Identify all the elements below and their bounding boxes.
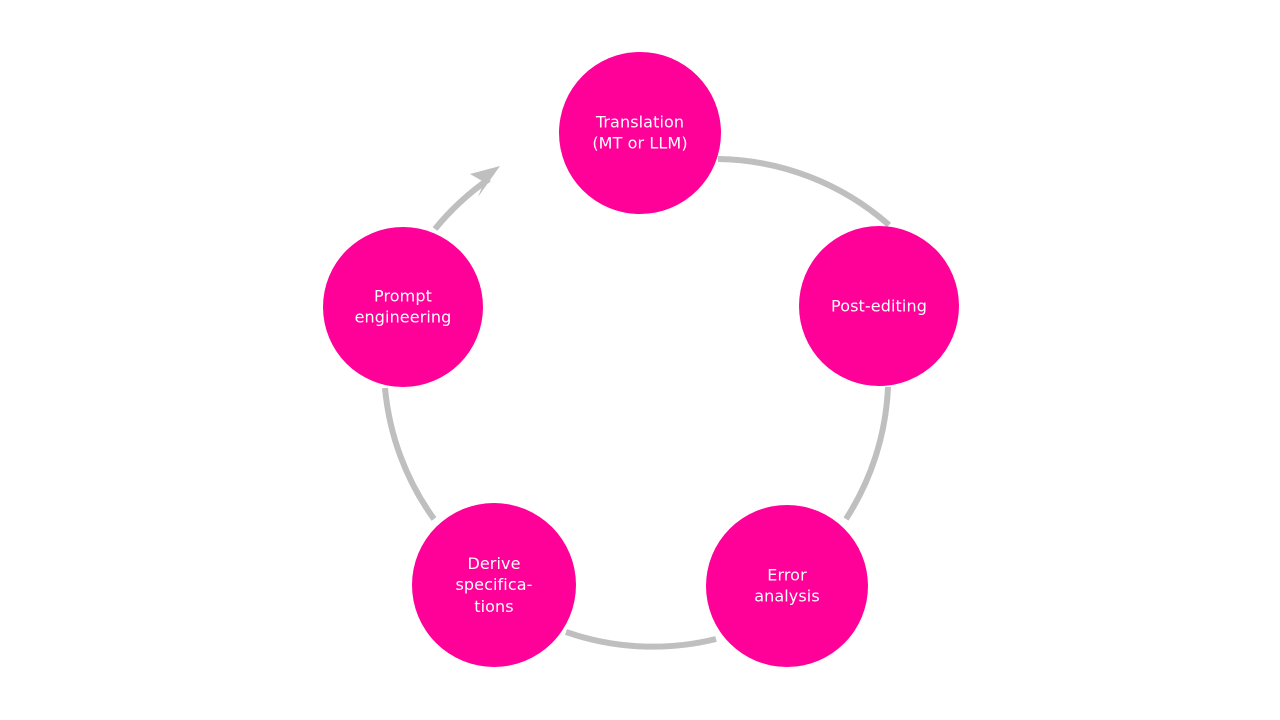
connector-derive-specifications-to-prompt-engineering — [382, 387, 437, 521]
connector-prompt-engineering-to-translation — [432, 176, 491, 231]
connector-group — [382, 156, 891, 650]
connector-error-analysis-to-derive-specifications — [565, 629, 717, 650]
node-circle-prompt-engineering[interactable] — [323, 227, 483, 387]
node-circle-group — [323, 52, 959, 667]
node-circle-translation[interactable] — [559, 52, 721, 214]
connector-translation-to-post-editing — [717, 156, 891, 228]
node-circle-post-editing[interactable] — [799, 226, 959, 386]
cycle-arrowhead-icon — [470, 166, 500, 197]
node-circle-error-analysis[interactable] — [706, 505, 868, 667]
node-circle-derive-specifications[interactable] — [412, 503, 576, 667]
connector-post-editing-to-error-analysis — [843, 386, 891, 521]
